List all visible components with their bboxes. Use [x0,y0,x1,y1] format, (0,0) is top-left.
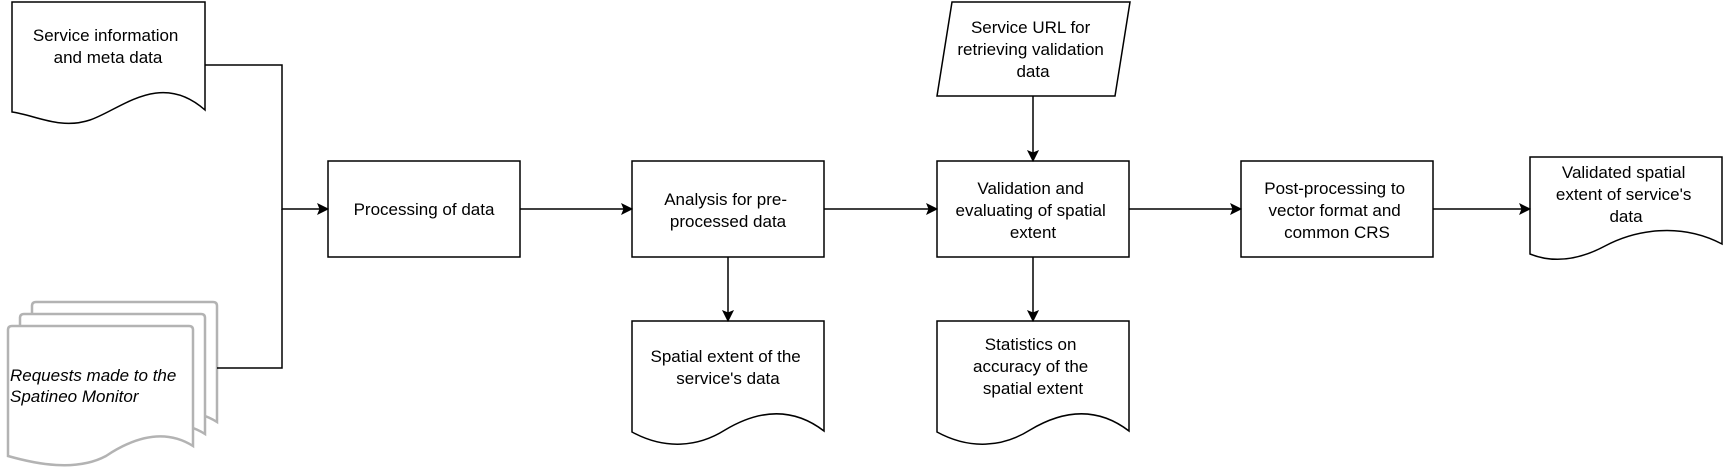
edge-validation-to-postprocessing [1129,202,1243,216]
node-service-url-label: Service URL for retrieving validation da… [957,18,1108,81]
edge-service-info-to-processing [205,64,330,216]
edge-processing-to-analysis [520,202,634,216]
node-validated-extent-label: Validated spatial extent of service's da… [1556,163,1696,226]
node-validated-extent: Validated spatial extent of service's da… [1529,156,1723,260]
node-statistics-label: Statistics on accuracy of the spatial ex… [973,335,1093,398]
node-requests: Requests made to the Spatineo Monitor [6,300,219,467]
node-service-info-label: Service information and meta data [33,26,183,67]
node-postprocessing: Post-processing to vector format and com… [1240,160,1434,258]
node-statistics: Statistics on accuracy of the spatial ex… [936,320,1130,445]
node-validation-label: Validation and evaluating of spatial ext… [955,179,1110,242]
edge-validation-to-statistics [1026,257,1040,323]
node-service-info: Service information and meta data [11,1,206,125]
edge-analysis-to-validation [824,202,939,216]
edge-service-url-to-validation [1026,96,1040,163]
node-processing-label: Processing of data [354,200,495,219]
node-requests-label: Requests made to the Spatineo Monitor [10,366,181,406]
edge-analysis-to-spatial-extent [721,257,735,323]
node-analysis: Analysis for pre- processed data [631,160,825,258]
edge-requests-to-processing [217,209,283,369]
node-spatial-extent: Spatial extent of the service's data [631,320,825,445]
node-spatial-extent-label: Spatial extent of the service's data [650,347,805,388]
node-service-url: Service URL for retrieving validation da… [936,1,1131,97]
node-processing: Processing of data [327,160,521,258]
node-postprocessing-label: Post-processing to vector format and com… [1264,179,1410,242]
edge-postprocessing-to-validated-extent [1433,202,1532,216]
node-validation: Validation and evaluating of spatial ext… [936,160,1130,258]
node-analysis-label: Analysis for pre- processed data [664,190,792,231]
